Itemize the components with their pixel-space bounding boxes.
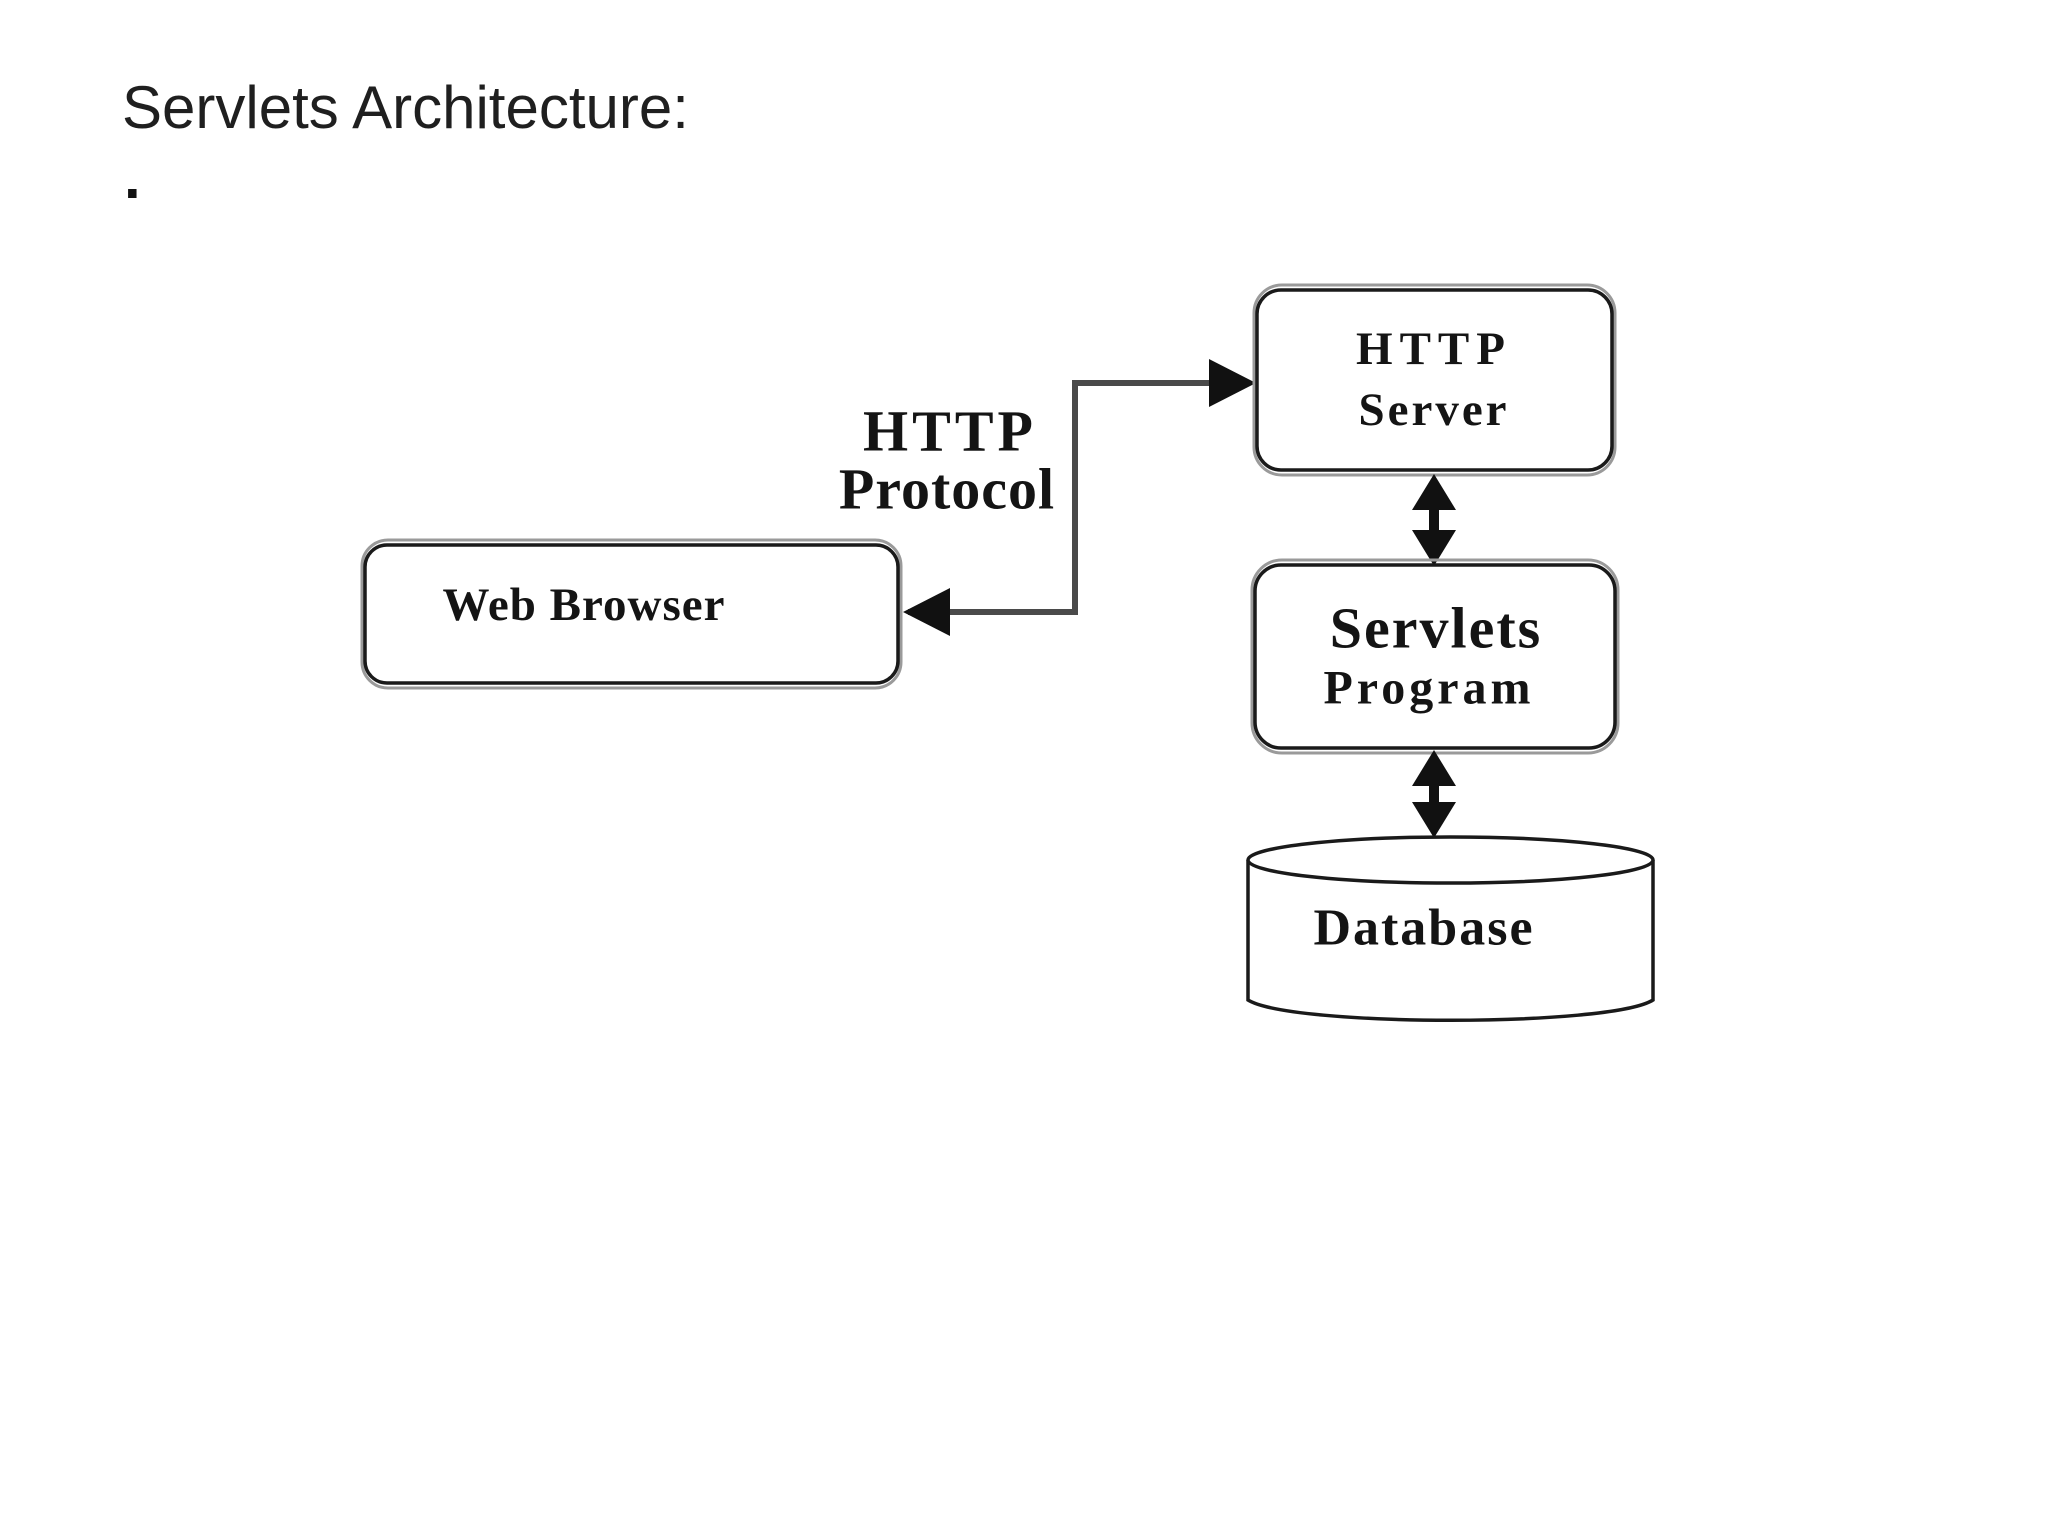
servlets-program-box: Servlets Program bbox=[1250, 558, 1620, 755]
web-browser-box: Web Browser bbox=[360, 538, 903, 690]
database-cylinder: Database bbox=[1246, 835, 1655, 1022]
arrow-shaft bbox=[1429, 783, 1439, 805]
http-server-label-line2: Server bbox=[1358, 384, 1509, 436]
servlets-program-rect bbox=[1253, 563, 1617, 750]
connector-line bbox=[908, 380, 1248, 615]
arrow-up-head bbox=[1412, 750, 1456, 786]
cylinder-body bbox=[1246, 860, 1655, 1022]
http-server-box: HTTP Server bbox=[1252, 283, 1617, 477]
server-servlets-arrow-icon bbox=[1412, 474, 1456, 566]
arrowhead-to-server-icon bbox=[1209, 359, 1256, 407]
http-server-rect bbox=[1255, 288, 1614, 472]
database-label: Database bbox=[1313, 900, 1534, 957]
bullet-dot: . bbox=[124, 144, 141, 211]
arrow-up-head bbox=[1412, 474, 1456, 510]
http-protocol-label-line2: Protocol bbox=[839, 457, 1055, 522]
cylinder-top-ellipse bbox=[1246, 835, 1655, 885]
http-server-label-line1: HTTP bbox=[1356, 323, 1512, 375]
arrow-down-head bbox=[1412, 802, 1456, 838]
web-browser-echo-outline bbox=[360, 538, 903, 690]
servlets-program-label-line1: Servlets bbox=[1330, 596, 1543, 661]
servlets-database-arrow-icon bbox=[1412, 750, 1456, 838]
http-protocol-label-line1: HTTP bbox=[863, 399, 1037, 464]
web-browser-label: Web Browser bbox=[443, 579, 726, 631]
servlets-program-label-line2: Program bbox=[1323, 662, 1534, 715]
arrowhead-to-browser-icon bbox=[903, 588, 950, 636]
web-browser-rect bbox=[363, 543, 900, 685]
arrow-down-head bbox=[1412, 530, 1456, 566]
arrow-shaft bbox=[1429, 507, 1439, 535]
page-title: Servlets Architecture: bbox=[122, 74, 689, 141]
browser-server-connector bbox=[903, 359, 1256, 636]
http-protocol-label: HTTP Protocol bbox=[839, 399, 1055, 522]
